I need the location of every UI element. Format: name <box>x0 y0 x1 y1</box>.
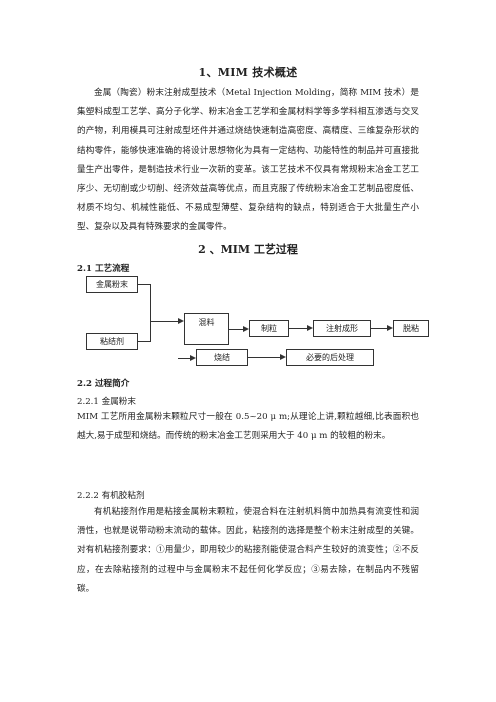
flow-box-mixing: 混料 <box>184 313 229 345</box>
flow-box-sintering: 烧结 <box>196 349 248 366</box>
connector-line <box>138 284 150 285</box>
intro-paragraph: 金属（陶瓷）粉末注射成型技术（Metal Injection Molding，简… <box>77 88 419 233</box>
arrow-head <box>190 355 196 361</box>
subsection-2-2-title: 2.2 过程简介 <box>77 379 130 389</box>
subsection-2-1-title: 2.1 工艺流程 <box>77 264 130 274</box>
connector-line <box>248 357 280 358</box>
arrow-head <box>243 326 249 332</box>
connector-line <box>371 328 387 329</box>
connector-line <box>150 321 178 322</box>
connector-line <box>289 328 307 329</box>
flow-box-binder: 粘结剂 <box>86 333 138 350</box>
subsection-2-2-2-title: 2.2.2 有机胶粘剂 <box>77 491 145 501</box>
connector-line <box>178 358 190 359</box>
arrow-head <box>387 325 393 331</box>
connector-line <box>229 329 243 330</box>
arrow-head <box>280 354 286 360</box>
subsection-2-2-1-title: 2.2.1 金属粉末 <box>77 397 136 407</box>
powder-paragraph: MIM 工艺所用金属粉末颗粒尺寸一般在 0.5~20 μ m;从理论上讲,颗粒越… <box>77 412 419 442</box>
flow-box-debinding: 脱粘 <box>393 320 429 337</box>
connector-line <box>138 341 150 342</box>
page-title: 1、MIM 技术概述 <box>198 66 298 79</box>
flow-box-post-processing: 必要的后处理 <box>286 349 374 366</box>
arrow-head <box>178 318 184 324</box>
flow-box-metal-powder: 金属粉末 <box>86 276 138 293</box>
flow-box-granulation: 制粒 <box>249 320 289 337</box>
flow-box-injection-molding: 注射成形 <box>313 320 371 337</box>
arrow-head <box>307 325 313 331</box>
connector-line <box>150 284 151 342</box>
section-2-title: 2 、MIM 工艺过程 <box>198 243 298 256</box>
binder-paragraph: 有机粘接剂作用是粘接金属粉末颗粒，使混合料在注射机料筒中加热具有流变性和润滑性，… <box>77 507 419 594</box>
